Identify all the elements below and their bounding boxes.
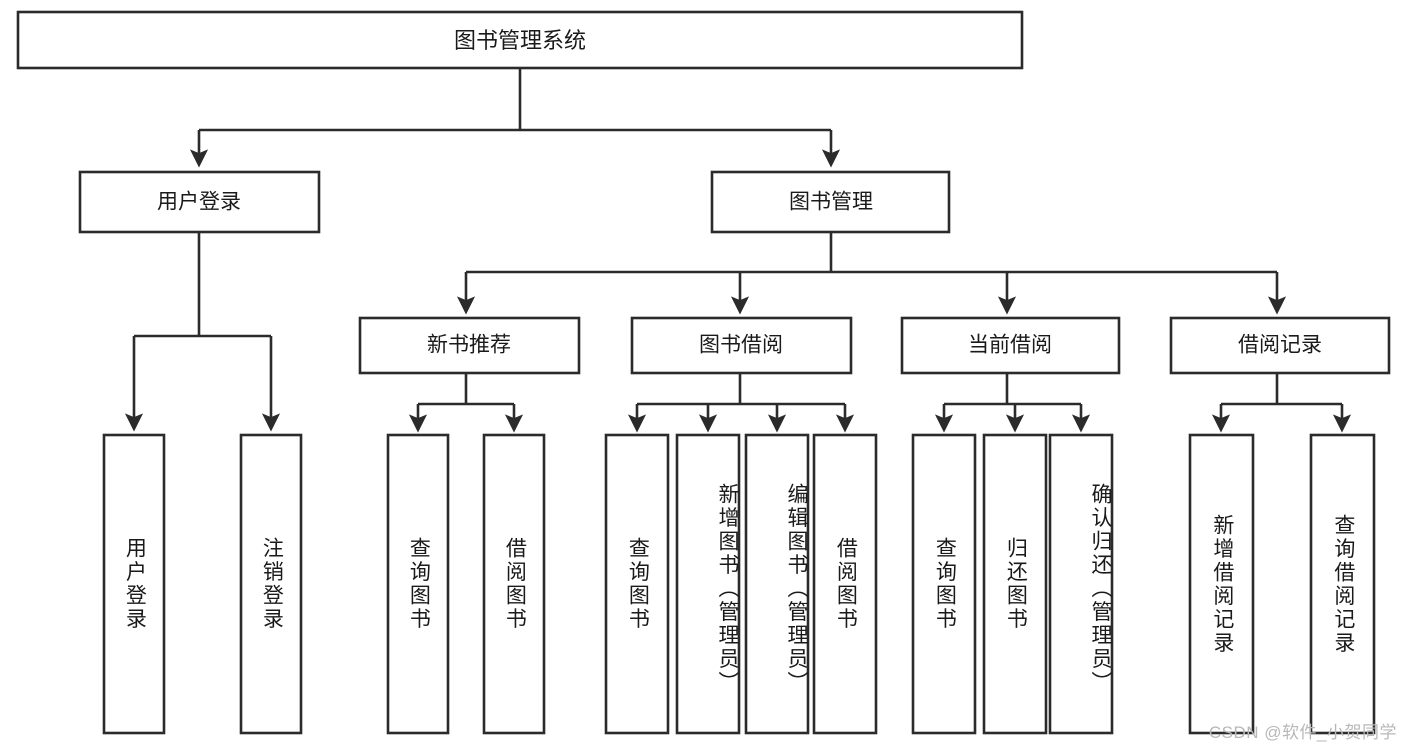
- node-book-borrow[interactable]: 图书借阅: [630, 316, 853, 375]
- connector-borrowrecord-to-leaves: [1211, 373, 1352, 433]
- connector-root-to-level2: [189, 68, 841, 168]
- node-user-login[interactable]: 用户登录: [78, 170, 321, 234]
- connector-userlogin-to-leaves: [124, 232, 281, 432]
- node-root-label: 图书管理系统: [454, 28, 586, 53]
- node-current-borrow[interactable]: 当前借阅: [900, 316, 1121, 375]
- node-user-login-label: 用户登录: [157, 191, 241, 214]
- node-root-system[interactable]: 图书管理系统: [16, 10, 1024, 70]
- leaf-box-query-book-rec[interactable]: [386, 433, 450, 735]
- leaf-box-add-record[interactable]: [1188, 433, 1255, 735]
- node-current-borrow-label: 当前借阅: [968, 334, 1052, 357]
- leaf-box-return-book[interactable]: [982, 433, 1048, 735]
- node-new-book-recommend-label: 新书推荐: [427, 334, 511, 357]
- leaf-box-add-book[interactable]: [675, 433, 741, 735]
- connector-newbookrec-to-leaves: [408, 373, 524, 433]
- node-borrow-record[interactable]: 借阅记录: [1169, 316, 1391, 375]
- node-borrow-record-label: 借阅记录: [1238, 334, 1322, 357]
- leaf-box-user-login[interactable]: [102, 433, 166, 735]
- node-book-manage[interactable]: 图书管理: [710, 170, 951, 234]
- leaf-box-borrow-book[interactable]: [812, 433, 878, 735]
- connector-bookmanage-to-level3: [456, 232, 1287, 315]
- leaf-box-user-logout[interactable]: [239, 433, 303, 735]
- node-new-book-recommend[interactable]: 新书推荐: [358, 316, 581, 375]
- watermark-text: CSDN @软件_小贺同学: [1208, 723, 1397, 742]
- leaf-box-borrow-book-rec[interactable]: [482, 433, 546, 735]
- connector-bookborrow-to-leaves: [627, 373, 855, 433]
- connector-currentborrow-to-leaves: [934, 373, 1091, 433]
- leaf-box-query-record[interactable]: [1309, 433, 1376, 735]
- leaf-box-query-book-cur[interactable]: [911, 433, 977, 735]
- leaf-node-boxes: [102, 433, 1376, 735]
- leaf-box-edit-book[interactable]: [744, 433, 810, 735]
- node-book-borrow-label: 图书借阅: [699, 334, 783, 357]
- node-book-manage-label: 图书管理: [789, 191, 873, 214]
- leaf-box-query-book-borrow[interactable]: [604, 433, 670, 735]
- leaf-box-confirm-return[interactable]: [1048, 433, 1114, 735]
